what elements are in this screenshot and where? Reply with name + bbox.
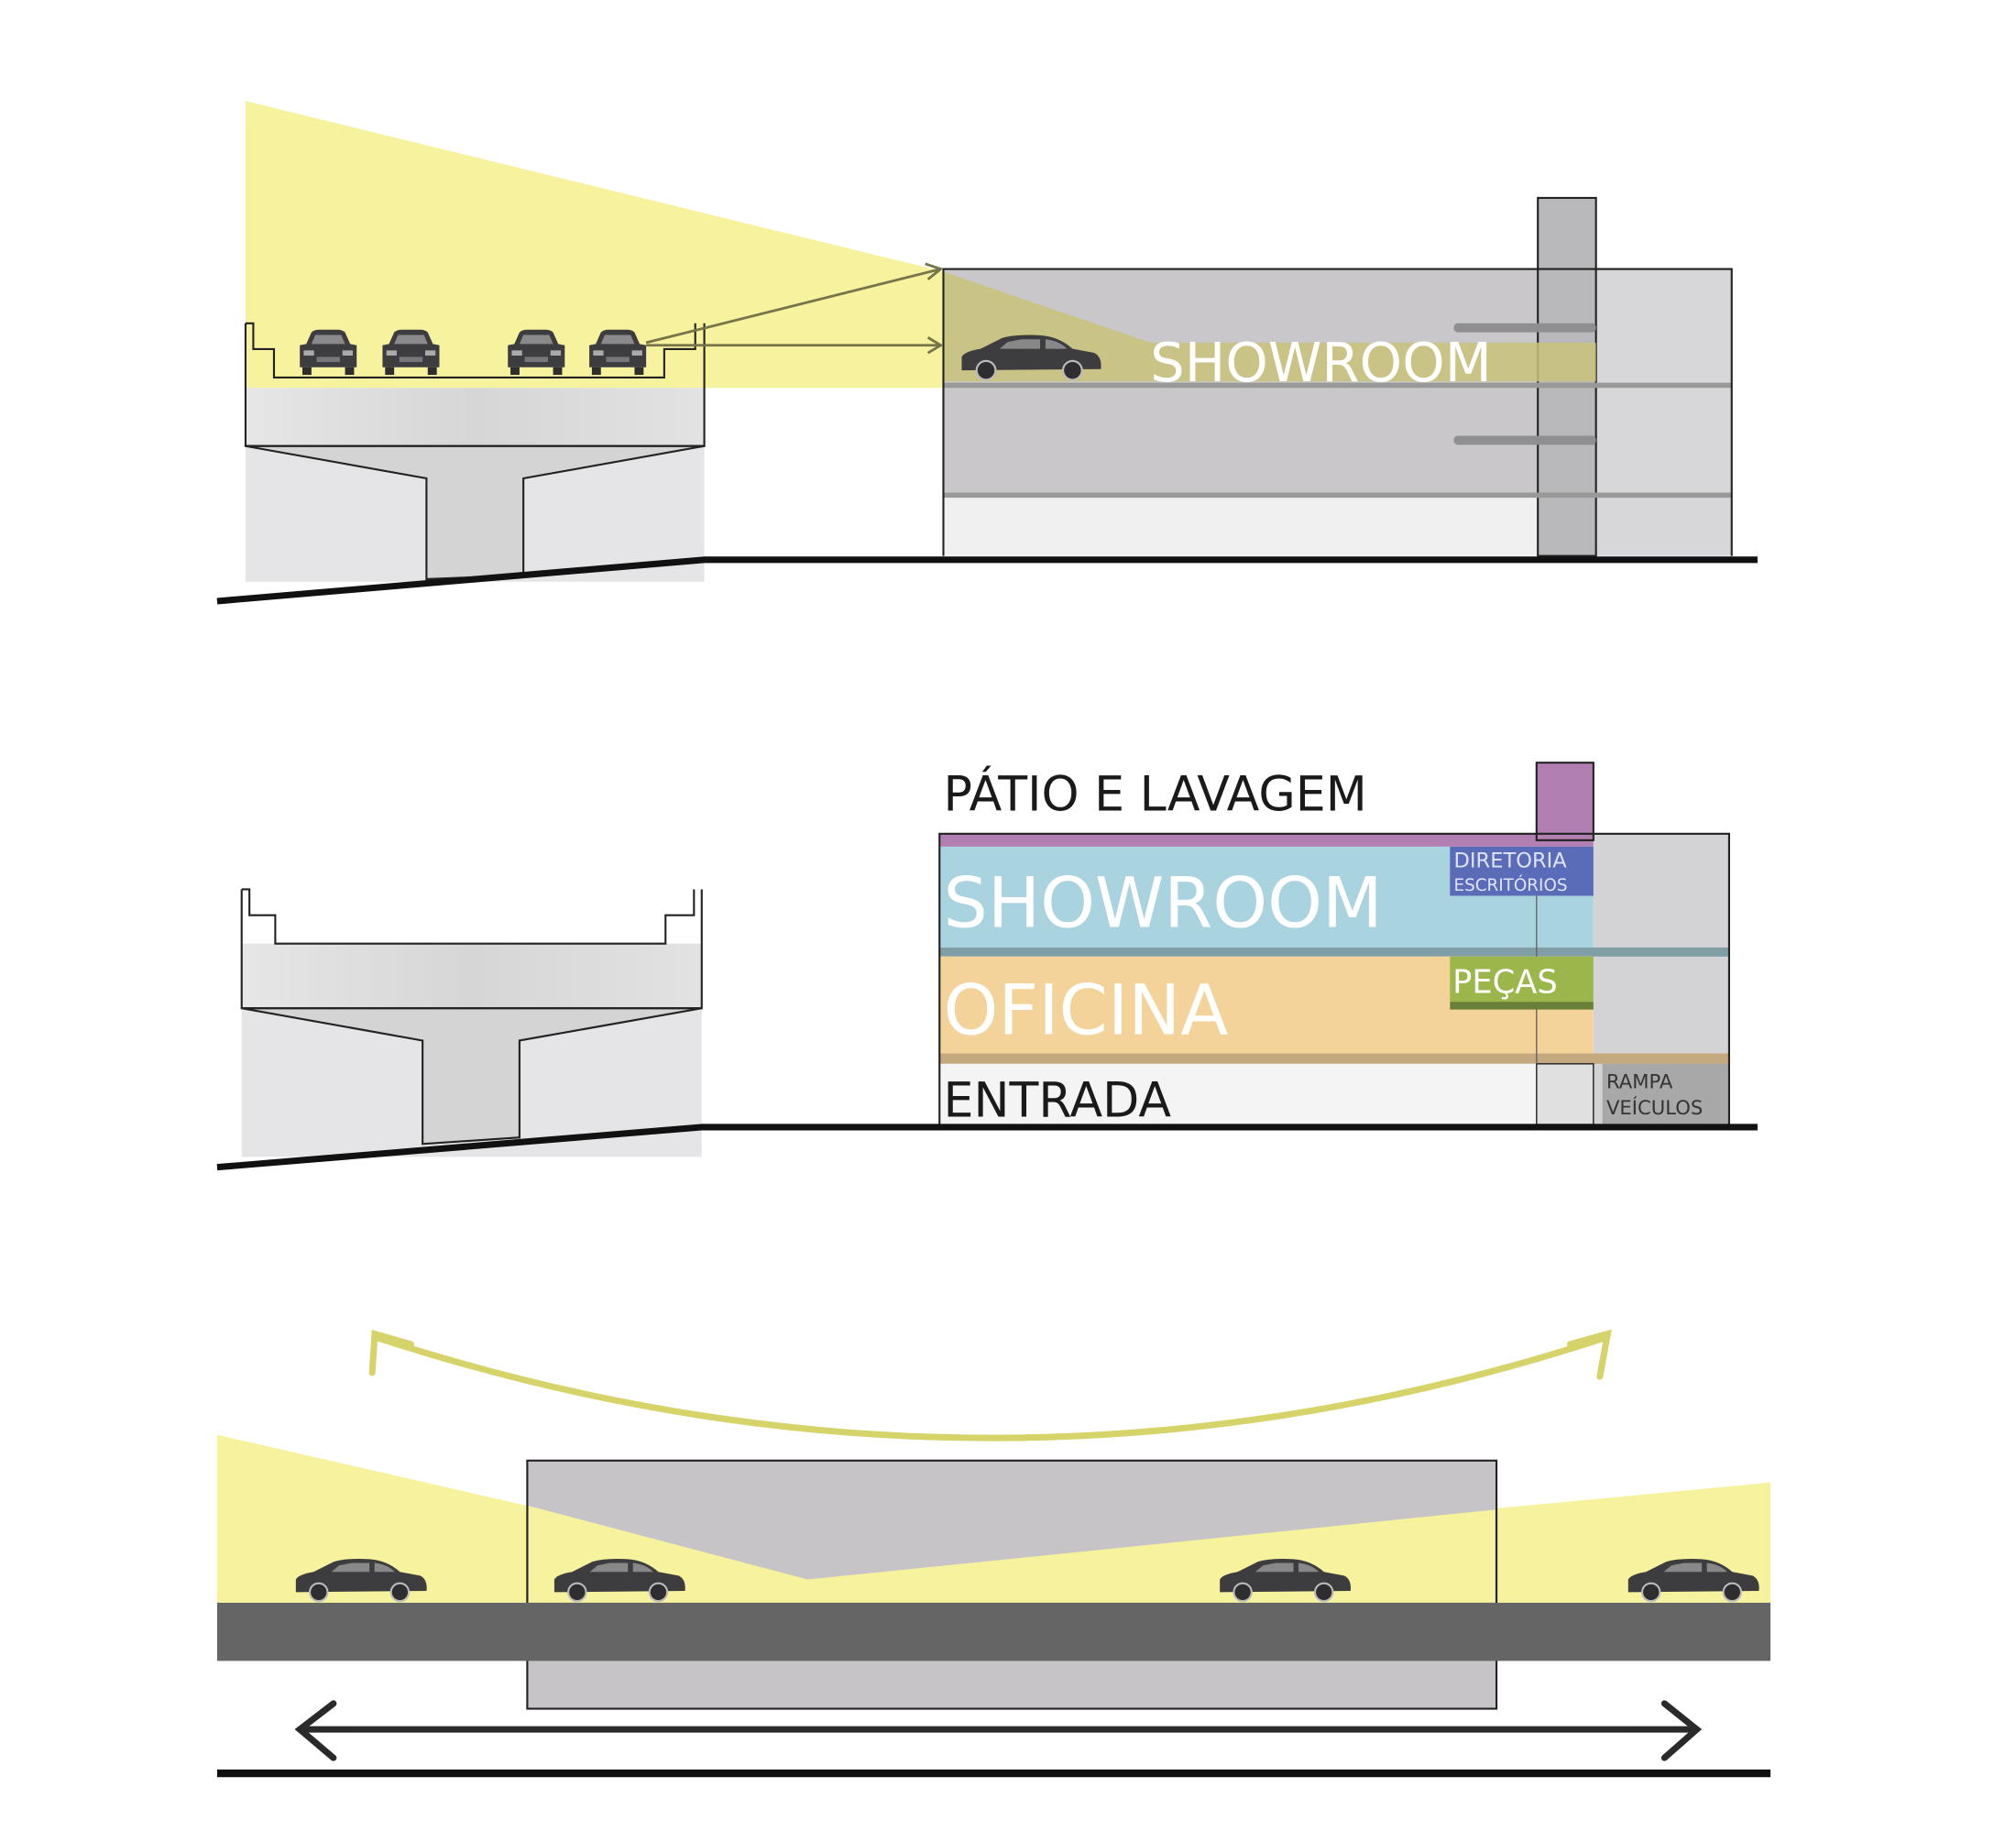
viaduct xyxy=(240,888,703,1157)
showroom-label: SHOWROOM xyxy=(943,861,1382,943)
patio-tower xyxy=(1535,762,1594,841)
sightline-arrows xyxy=(645,262,944,355)
building-section: SHOWROOM xyxy=(942,196,1733,557)
diagram-bottom-visibility xyxy=(216,1329,1771,1778)
rampa-zone xyxy=(1602,1063,1729,1125)
diretoria-zone xyxy=(1450,846,1594,896)
rampa-label-line1: RAMPA xyxy=(1606,1070,1673,1093)
patio-zone xyxy=(939,833,1594,847)
building-program: PÁTIO E LAVAGEM SHOWROOM DIRETORIA ESCRI… xyxy=(938,762,1730,1129)
ground-line xyxy=(216,556,1758,605)
curved-arrow xyxy=(368,1329,1612,1442)
sight-cone-left xyxy=(216,1434,528,1603)
showroom-label: SHOWROOM xyxy=(1150,331,1492,394)
entrada-label: ENTRADA xyxy=(943,1074,1171,1129)
viaduct xyxy=(244,322,706,582)
double-arrow xyxy=(294,1700,1703,1761)
road xyxy=(216,1602,1771,1661)
pecas-zone xyxy=(1450,956,1594,1003)
entrada-zone xyxy=(939,1063,1537,1125)
escritorios-label: ESCRITÓRIOS xyxy=(1454,875,1568,895)
sight-cone xyxy=(245,101,944,389)
rampa-label-line2: VEÍCULOS xyxy=(1606,1096,1703,1119)
pecas-label: PEÇAS xyxy=(1452,963,1558,1001)
oficina-label: OFICINA xyxy=(943,969,1228,1050)
diagram-top-sightline: SHOWROOM xyxy=(216,101,1758,605)
patio-label: PÁTIO E LAVAGEM xyxy=(943,766,1366,822)
diagram-middle-program: PÁTIO E LAVAGEM SHOWROOM DIRETORIA ESCRI… xyxy=(216,762,1758,1171)
ground-line xyxy=(216,1124,1758,1171)
diretoria-label: DIRETORIA xyxy=(1454,849,1568,872)
